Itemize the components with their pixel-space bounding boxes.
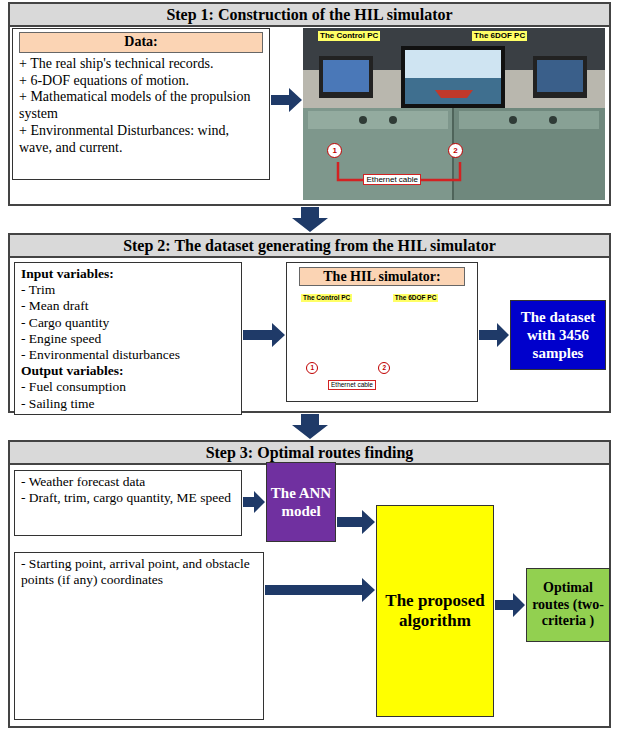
- ann-box: The ANN model: [266, 462, 336, 542]
- list-item: - Engine speed: [21, 331, 235, 347]
- block-arrow: [495, 593, 525, 617]
- list-heading: Input variables:: [21, 266, 235, 282]
- list-item: - Sailing time: [21, 396, 235, 412]
- list-item: + Mathematical models of the propulsion …: [19, 89, 263, 123]
- box-label: The proposed algorithm: [380, 591, 490, 632]
- box-heading: The HIL simulator:: [299, 267, 465, 286]
- list-item: - Fuel consumption: [21, 379, 235, 395]
- block-arrow: [243, 491, 265, 513]
- cable-label: Ethernet cable: [363, 174, 421, 185]
- block-arrow: [265, 578, 375, 602]
- simulator-box: The HIL simulator: The Control PC The 6DOF…: [286, 262, 478, 402]
- list-heading: Output variables:: [21, 363, 235, 379]
- block-arrow: [243, 323, 285, 347]
- pc-label: The Control PC: [318, 31, 380, 40]
- list-item: - Draft, trim, cargo quantity, ME speed: [21, 490, 235, 506]
- cable-label: Ethernet cable: [328, 380, 376, 389]
- simulator-photo: [303, 28, 605, 200]
- box-heading: Data:: [19, 32, 263, 53]
- list-item: - Environmental disturbances: [21, 347, 235, 363]
- box-label: Optimal routes (two- criteria ): [530, 580, 606, 630]
- step-heading: Step 1: Construction of the HIL simulato…: [10, 4, 609, 27]
- list-item: - Starting point, arrival point, and obs…: [21, 556, 257, 588]
- result-box: Optimal routes (two- criteria ): [526, 568, 610, 642]
- input-box: - Starting point, arrival point, and obs…: [14, 552, 264, 720]
- list-item: - Cargo quantity: [21, 315, 235, 331]
- dataset-box: The dataset with 3456 samples: [510, 300, 606, 370]
- step-panel: Step 3: Optimal routes finding- Weather …: [8, 440, 611, 728]
- algorithm-box: The proposed algorithm: [376, 505, 494, 717]
- list-item: + 6-DOF equations of motion.: [19, 73, 263, 90]
- callout-number: 2: [378, 362, 390, 374]
- pc-label: The 6DOF PC: [472, 31, 527, 40]
- input-box: - Weather forecast data- Draft, trim, ca…: [14, 470, 242, 536]
- box-label: The ANN model: [270, 484, 332, 520]
- list-item: - Trim: [21, 282, 235, 298]
- simulator-photo-node: The Control PC The 6DOF PC 1 2Ethernet cabl…: [303, 28, 605, 200]
- list-item: + The real ship's technical records.: [19, 56, 263, 73]
- step-panel: Step 2: The dataset generating from the …: [8, 233, 611, 413]
- step-panel: Step 1: Construction of the HIL simulato…: [8, 2, 611, 206]
- callout-number: 2: [448, 143, 463, 158]
- list-item: - Mean draft: [21, 298, 235, 314]
- step-heading: Step 2: The dataset generating from the …: [10, 235, 609, 258]
- callout-number: 1: [327, 143, 342, 158]
- list-item: + Environmental Disturbances: wind, wave…: [19, 123, 263, 157]
- pc-label: The 6DOF PC: [393, 294, 439, 301]
- box-label: The dataset with 3456 samples: [514, 308, 602, 362]
- block-arrow: [479, 323, 509, 347]
- simulator-photo-node: The Control PC The 6DOF PC 1 2Ethernet cabl…: [292, 292, 472, 396]
- data-box: Data: + The real ship's technical records…: [12, 28, 270, 180]
- pc-label: The Control PC: [301, 294, 352, 301]
- callout-number: 1: [306, 362, 318, 374]
- block-arrow: [292, 207, 328, 232]
- block-arrow: [337, 510, 375, 534]
- variables-box: Input variables:- Trim- Mean draft- Carg…: [14, 262, 242, 415]
- block-arrow: [292, 414, 328, 439]
- list-item: - Weather forecast data: [21, 474, 235, 490]
- block-arrow: [271, 88, 302, 112]
